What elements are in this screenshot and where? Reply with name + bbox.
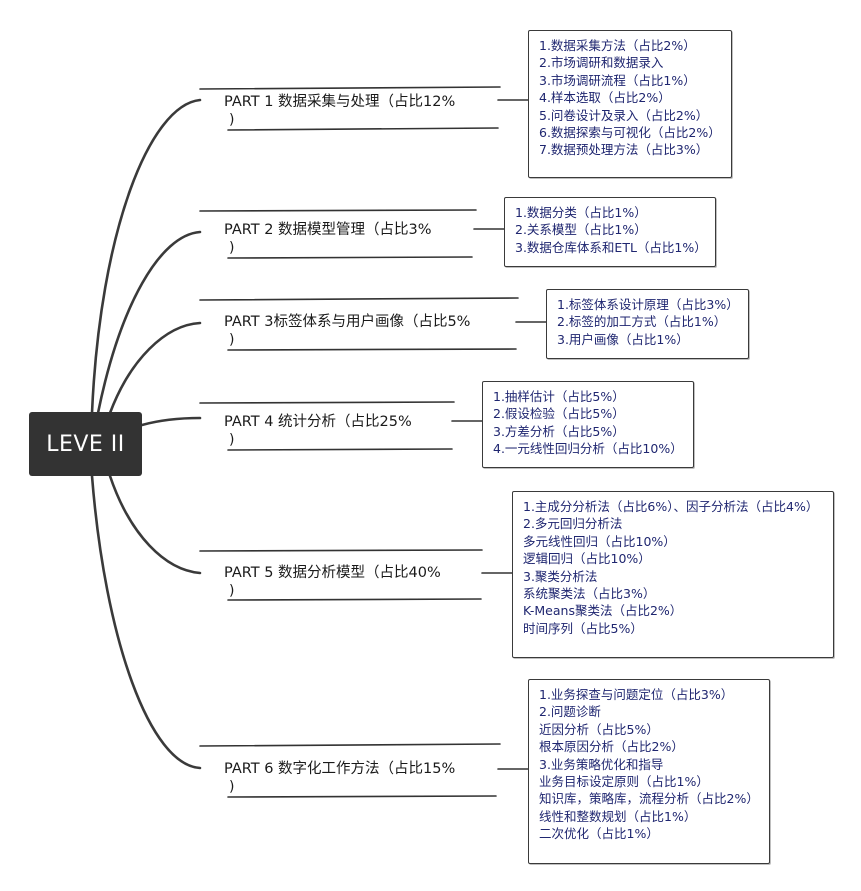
detail-item: 多元线性回归（占比10%） — [523, 533, 676, 549]
part-4-label-tail: ) — [229, 432, 235, 448]
detail-item: 1.业务探查与问题定位（占比3%） — [539, 687, 734, 702]
detail-box-6: 1.业务探查与问题定位（占比3%） 2.问题诊断 近因分析（占比5%） 根本原因… — [528, 679, 770, 864]
part-6-label: PART 6 数字化工作方法（占比15% — [224, 761, 456, 777]
detail-item: 知识库，策略库，流程分析（占比2%） — [539, 791, 759, 807]
part-1-bottom-line — [227, 127, 499, 131]
root-label: LEVE II — [46, 431, 125, 457]
detail-item: 6.数据探索与可视化（占比2%） — [539, 125, 721, 141]
part-1-label: PART 1 数据采集与处理（占比12% — [224, 94, 456, 110]
detail-item: 系统聚类法（占比3%） — [523, 586, 656, 602]
edge-root-part-6 — [90, 474, 202, 770]
detail-box-5: 1.主成分分析法（占比6%）、因子分析法（占比4%） 2.多元回归分析法 多元线… — [512, 491, 834, 658]
part-3-label: PART 3标签体系与用户画像（占比5% — [224, 314, 471, 330]
part-1-label-tail: ) — [229, 112, 235, 128]
detail-item: 3.用户画像（占比1%） — [557, 331, 689, 347]
part-3-label-tail: ) — [229, 332, 235, 348]
part-5-bottom-line — [227, 598, 482, 601]
edge-root-part-4 — [140, 416, 202, 427]
detail-item: 5.问卷设计及录入（占比2%） — [539, 107, 709, 123]
part-3-bottom-line — [227, 348, 517, 351]
detail-item: 2.假设检验（占比5%） — [493, 406, 625, 422]
root-node[interactable]: LEVE II — [29, 412, 142, 476]
edge-root-part-3 — [108, 321, 202, 415]
part-6-top-line — [199, 743, 501, 747]
detail-item: 逻辑回归（占比10%） — [523, 551, 651, 567]
detail-item: 线性和整数规划（占比1%） — [539, 808, 697, 824]
detail-item: 3.聚类分析法 — [523, 568, 598, 584]
part-2-label-tail: ) — [229, 240, 235, 256]
edge-root-part-2 — [96, 230, 202, 415]
edge-root-part-1 — [90, 98, 202, 415]
part-4-label: PART 4 统计分析（占比25% — [224, 414, 412, 430]
detail-item: 2.标签的加工方式（占比1%） — [557, 314, 727, 330]
part-node-2[interactable]: PART 2 数据模型管理（占比3% ) — [200, 216, 432, 256]
edge-root-part-5 — [108, 474, 202, 575]
detail-item: 2.多元回归分析法 — [523, 516, 623, 532]
part-5-label-tail: ) — [229, 583, 235, 599]
part-2-top-line — [199, 209, 477, 212]
detail-item: 1.数据分类（占比1%） — [515, 205, 647, 220]
detail-item: 3.市场调研流程（占比1%） — [539, 72, 696, 88]
detail-item: 1.标签体系设计原理（占比3%） — [557, 297, 739, 312]
part-node-5[interactable]: PART 5 数据分析模型（占比40% ) — [200, 559, 441, 599]
part-4-bottom-line — [227, 448, 453, 451]
detail-item: 1.抽样估计（占比5%） — [493, 389, 625, 404]
detail-item: 1.数据采集方法（占比2%） — [539, 38, 696, 53]
detail-item: 2.问题诊断 — [539, 704, 601, 720]
part-2-bottom-line — [227, 256, 473, 259]
detail-item: 4.样本选取（占比2%） — [539, 90, 671, 106]
detail-item: 4.一元线性回归分析（占比10%） — [493, 441, 683, 457]
detail-item: 时间序列（占比5%） — [523, 620, 643, 636]
part-3-top-line — [199, 297, 519, 301]
detail-item: 3.数据仓库体系和ETL（占比1%） — [515, 239, 707, 255]
detail-item: K-Means聚类法（占比2%） — [523, 603, 683, 619]
detail-box-1: 1.数据采集方法（占比2%） 2.市场调研和数据录入 3.市场调研流程（占比1%… — [528, 30, 732, 178]
detail-item: 二次优化（占比1%） — [539, 826, 659, 842]
detail-item: 3.业务策略优化和指导 — [539, 756, 664, 772]
detail-item: 1.主成分分析法（占比6%）、因子分析法（占比4%） — [523, 499, 819, 514]
detail-box-4: 1.抽样估计（占比5%） 2.假设检验（占比5%） 3.方差分析（占比5%） 4… — [482, 381, 694, 468]
part-6-bottom-line — [227, 795, 497, 798]
part-node-6[interactable]: PART 6 数字化工作方法（占比15% ) — [200, 755, 456, 795]
detail-item: 2.市场调研和数据录入 — [539, 55, 664, 71]
detail-box-2: 1.数据分类（占比1%） 2.关系模型（占比1%） 3.数据仓库体系和ETL（占… — [504, 197, 716, 267]
part-6-label-tail: ) — [229, 779, 235, 795]
part-5-label: PART 5 数据分析模型（占比40% — [224, 565, 441, 581]
part-4-top-line — [199, 401, 455, 404]
part-2-label: PART 2 数据模型管理（占比3% — [224, 222, 432, 238]
detail-item: 业务目标设定原则（占比1%） — [539, 774, 709, 790]
detail-item: 7.数据预处理方法（占比3%） — [539, 142, 709, 158]
part-1-top-line — [199, 86, 501, 90]
part-5-top-line — [199, 549, 483, 552]
detail-item: 2.关系模型（占比1%） — [515, 222, 647, 238]
part-node-4[interactable]: PART 4 统计分析（占比25% ) — [200, 408, 412, 448]
part-node-3[interactable]: PART 3标签体系与用户画像（占比5% ) — [200, 308, 471, 348]
part-node-1[interactable]: PART 1 数据采集与处理（占比12% ) — [200, 88, 456, 128]
detail-item: 近因分析（占比5%） — [539, 721, 659, 737]
detail-box-3: 1.标签体系设计原理（占比3%） 2.标签的加工方式（占比1%） 3.用户画像（… — [546, 289, 749, 359]
detail-item: 根本原因分析（占比2%） — [539, 739, 684, 755]
detail-item: 3.方差分析（占比5%） — [493, 423, 625, 439]
